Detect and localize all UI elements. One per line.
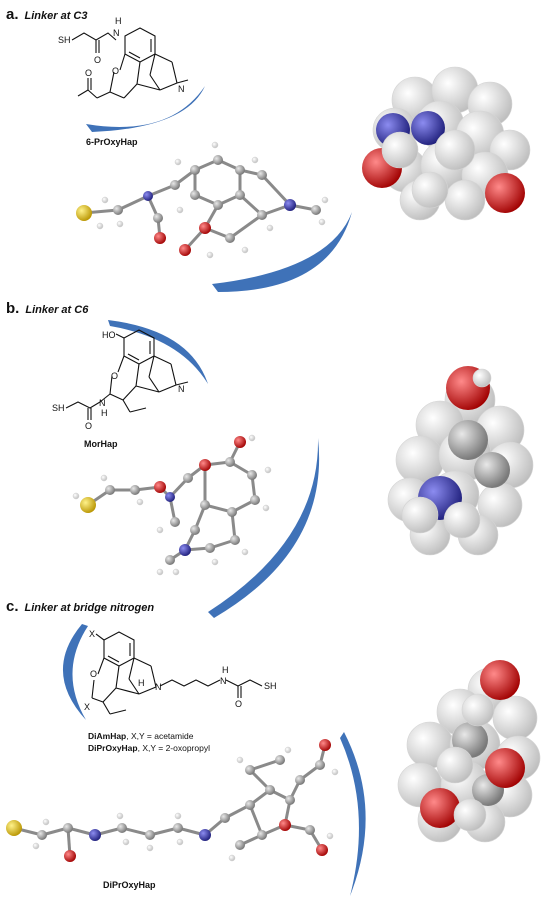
compound-label-morhap: MorHap — [84, 439, 118, 449]
atom-o-amide-b: O — [85, 421, 92, 431]
atom-labels-6-proxyhap: SH H N O O O N — [58, 16, 185, 94]
atom-n-amine-b: N — [178, 384, 185, 394]
legend-desc-diproxyhap: , X,Y = 2-oxopropyl — [137, 743, 210, 753]
binding-surface-b1 — [108, 320, 208, 384]
ball-stick-diproxyhap — [6, 739, 339, 862]
compound-label-diproxyhap: DiPrOxyHap — [103, 880, 156, 890]
atom-o-ring-b: O — [111, 371, 118, 381]
legend-name-diproxyhap: DiPrOxyHap — [88, 743, 138, 753]
legend-desc-diamhap: , X,Y = acetamide — [126, 731, 194, 741]
atom-labels-diproxyhap: X O X H N H N SH O — [84, 629, 277, 712]
atom-o-ring-a: O — [112, 66, 119, 76]
legend-name-diamhap: DiAmHap — [88, 731, 127, 741]
panel-a-caption: Linker at C3 — [24, 10, 88, 22]
ball-stick-6-proxyhap — [76, 141, 329, 259]
panel-b-heading: b. Linker at C6 — [6, 300, 88, 317]
atom-labels-morhap: HO O SH O N H N — [52, 330, 185, 431]
atom-nh-h-b: H — [101, 408, 108, 418]
atom-x-top-c: X — [89, 629, 95, 639]
panel-a-letter: a. — [6, 6, 19, 23]
atom-ho-b: HO — [102, 330, 116, 340]
panel-c-heading: c. Linker at bridge nitrogen — [6, 598, 154, 615]
compound-label-6-proxyhap: 6-PrOxyHap — [86, 137, 138, 147]
atom-nh-h-c: H — [222, 665, 229, 675]
panel-c-letter: c. — [6, 598, 19, 615]
atom-nh-n-c: N — [220, 676, 227, 686]
space-fill-morhap — [387, 366, 534, 556]
binding-surface-a2 — [212, 212, 352, 292]
atom-o-amide-a: O — [94, 55, 101, 65]
structure-6-proxyhap — [71, 27, 189, 99]
panel-a-heading: a. Linker at C3 — [6, 6, 87, 23]
atom-nh-n-a: N — [113, 28, 120, 38]
atom-n-amine-c: N — [155, 682, 162, 692]
binding-surface-b2 — [208, 438, 320, 618]
panel-b-caption: Linker at C6 — [25, 304, 89, 316]
atom-nh-n-b: N — [99, 398, 106, 408]
panel-c-caption: Linker at bridge nitrogen — [24, 602, 155, 614]
binding-surface-c2 — [340, 732, 366, 896]
atom-n-amine-a: N — [178, 84, 185, 94]
atom-h-bridge-c: H — [138, 678, 145, 688]
space-fill-diproxyhap — [397, 660, 541, 843]
atom-x-bottom-c: X — [84, 702, 90, 712]
panel-b-letter: b. — [6, 300, 20, 317]
ball-stick-morhap — [72, 434, 272, 576]
structure-morhap — [65, 329, 189, 420]
space-fill-6-proxyhap — [362, 66, 531, 221]
atom-nh-h-a: H — [115, 16, 122, 26]
structure-diproxyhap — [91, 631, 263, 715]
legend-line-diamhap: DiAmHap, X,Y = acetamide — [88, 731, 193, 741]
atom-o-keto-a: O — [85, 68, 92, 78]
binding-surface-c1 — [62, 624, 88, 720]
legend-line-diproxyhap: DiPrOxyHap, X,Y = 2-oxopropyl — [88, 743, 210, 753]
atom-o-ring-c: O — [90, 669, 97, 679]
binding-surface-a1 — [86, 86, 205, 132]
atom-sh-c: SH — [264, 681, 277, 691]
atom-o-amide-c: O — [235, 699, 242, 709]
atom-sh-b: SH — [52, 403, 65, 413]
atom-sh-a: SH — [58, 35, 71, 45]
